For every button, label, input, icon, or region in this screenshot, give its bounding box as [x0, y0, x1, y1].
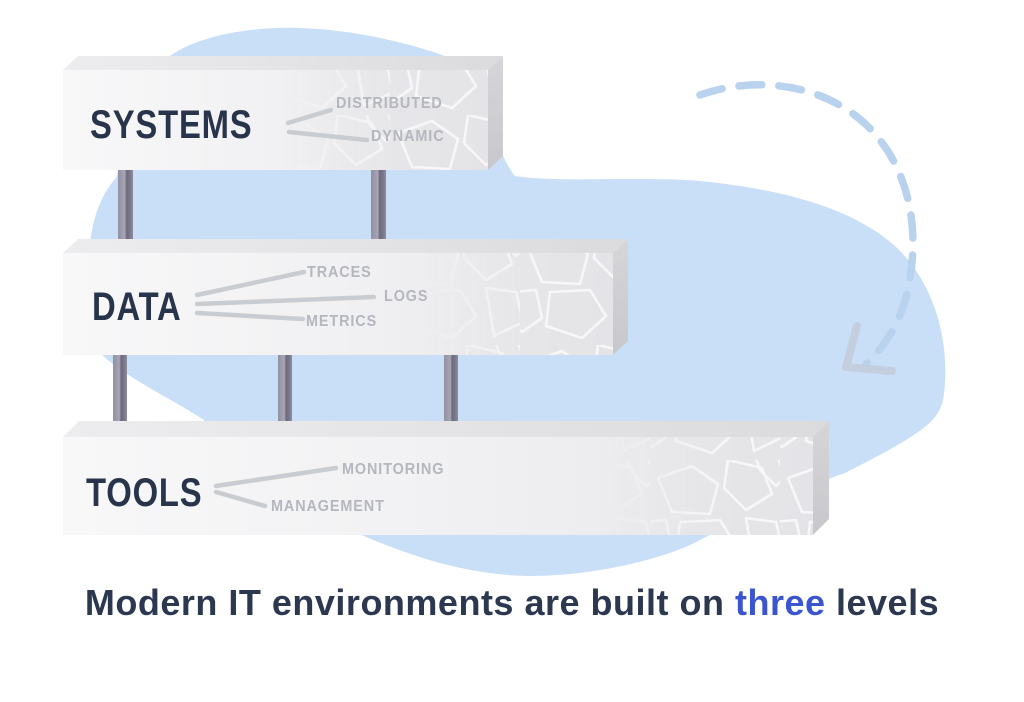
bar-side-face — [488, 56, 503, 170]
bar-top-face — [63, 421, 829, 437]
caption-accent: three — [734, 582, 826, 623]
label-traces: TRACES — [307, 264, 372, 281]
pillar — [113, 348, 127, 434]
label-logs: LOGS — [384, 288, 429, 305]
data-bar — [63, 239, 628, 355]
caption: Modern IT environments are built on thre… — [0, 585, 1024, 621]
caption-prefix: Modern IT environments are built on — [84, 582, 735, 623]
label-management: MANAGEMENT — [271, 498, 385, 515]
systems-bar — [63, 56, 503, 170]
voronoi-texture — [425, 253, 613, 355]
label-metrics: METRICS — [306, 313, 378, 330]
pillar — [278, 348, 292, 434]
label-dynamic: DYNAMIC — [371, 128, 445, 145]
connector-lines — [194, 269, 377, 322]
bar-top-face — [63, 239, 628, 253]
connector-lines — [285, 107, 370, 143]
pillar — [118, 160, 133, 252]
data-title: DATA — [92, 285, 182, 329]
label-distributed: DISTRIBUTED — [336, 95, 443, 112]
support-pillars — [113, 160, 458, 434]
systems-title: SYSTEMS — [90, 103, 253, 147]
connector-lines — [213, 465, 339, 509]
caption-suffix: levels — [825, 582, 940, 623]
pillar — [444, 348, 458, 434]
bar-side-face — [813, 421, 829, 535]
bar-side-face — [613, 239, 628, 355]
bar-top-face — [63, 56, 503, 70]
voronoi-texture — [285, 70, 488, 170]
voronoi-texture — [605, 437, 813, 535]
tools-title: TOOLS — [86, 471, 203, 515]
tools-bar — [63, 421, 829, 535]
curved-dashed-arrow-icon — [696, 81, 917, 375]
arrow-head — [842, 322, 896, 375]
label-monitoring: MONITORING — [342, 461, 445, 478]
pillar — [371, 160, 386, 252]
